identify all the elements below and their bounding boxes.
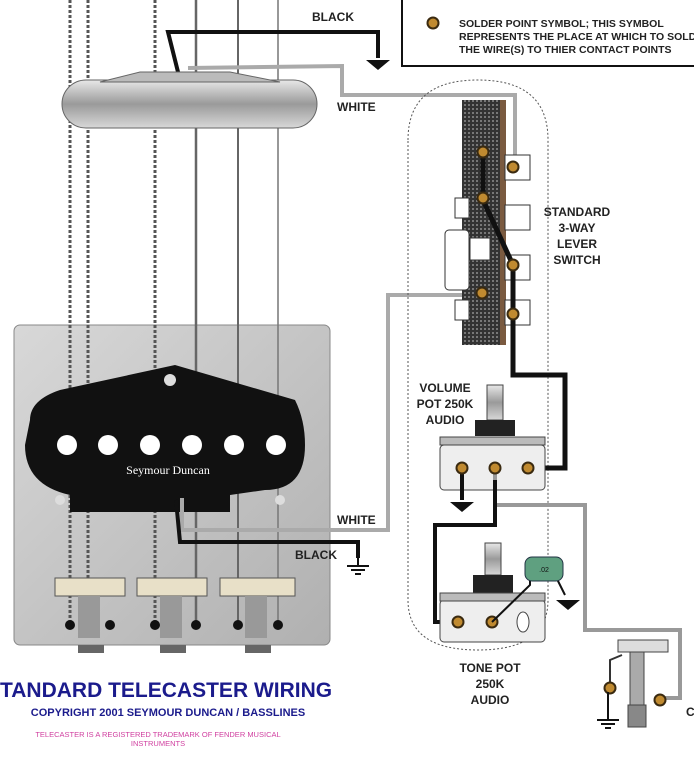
svg-text:THE WIRE(S) TO THIER CONTACT P: THE WIRE(S) TO THIER CONTACT POINTS bbox=[459, 44, 672, 56]
svg-text:SOLDER POINT SYMBOL; THIS SYMB: SOLDER POINT SYMBOL; THIS SYMBOL bbox=[459, 18, 664, 30]
svg-text:.02: .02 bbox=[539, 567, 549, 574]
svg-text:AUDIO: AUDIO bbox=[471, 693, 510, 707]
tone-pot-label: TONE POT 250K AUDIO bbox=[459, 661, 521, 707]
svg-text:LEVER: LEVER bbox=[557, 237, 597, 251]
jack-label: C bbox=[686, 705, 694, 719]
svg-text:SWITCH: SWITCH bbox=[553, 253, 600, 267]
solder-point-icon bbox=[426, 16, 440, 30]
switch-label: STANDARD 3-WAY LEVER SWITCH bbox=[544, 205, 611, 267]
svg-text:AUDIO: AUDIO bbox=[426, 413, 465, 427]
bridge-black-label: BLACK bbox=[295, 548, 337, 562]
legend-box: SOLDER POINT SYMBOL; THIS SYMBOL REPRESE… bbox=[401, 0, 694, 67]
svg-text:250K: 250K bbox=[476, 677, 505, 691]
neck-white-label: WHITE bbox=[337, 100, 376, 114]
pickup-brand-label: Seymour Duncan bbox=[126, 463, 210, 477]
volume-to-tone-wire bbox=[493, 468, 682, 700]
output-jack bbox=[609, 639, 669, 728]
copyright: COPYRIGHT 2001 SEYMOUR DUNCAN / BASSLINE… bbox=[31, 707, 305, 719]
svg-text:TONE POT: TONE POT bbox=[459, 661, 521, 675]
three-way-switch bbox=[444, 100, 531, 345]
bridge-white-wire bbox=[180, 293, 470, 532]
tone-capacitor: .02 bbox=[524, 556, 564, 582]
svg-text:POT 250K: POT 250K bbox=[417, 397, 474, 411]
neck-black-wire bbox=[165, 30, 380, 73]
neck-black-label: BLACK bbox=[312, 10, 354, 24]
bridge-black-wire bbox=[174, 499, 360, 558]
svg-text:REPRESENTS THE PLACE AT WHICH: REPRESENTS THE PLACE AT WHICH TO SOLD bbox=[459, 31, 694, 43]
bridge-pickup: Seymour Duncan bbox=[25, 365, 305, 512]
control-plate-outline bbox=[407, 79, 549, 651]
svg-text:VOLUME: VOLUME bbox=[419, 381, 470, 395]
trademark-line-2: INSTRUMENTS bbox=[131, 739, 185, 748]
neck-pickup bbox=[61, 71, 318, 129]
volume-pot-label: VOLUME POT 250K AUDIO bbox=[417, 381, 474, 427]
diagram-title: TANDARD TELECASTER WIRING bbox=[0, 679, 332, 702]
neck-white-wire bbox=[187, 63, 517, 162]
trademark-line-1: TELECASTER IS A REGISTERED TRADEMARK OF … bbox=[35, 730, 280, 739]
bridge-saddles bbox=[54, 577, 296, 653]
svg-text:STANDARD: STANDARD bbox=[544, 205, 611, 219]
bridge-white-label: WHITE bbox=[337, 513, 376, 527]
switch-jumper-wire bbox=[480, 152, 568, 471]
svg-text:3-WAY: 3-WAY bbox=[559, 221, 596, 235]
